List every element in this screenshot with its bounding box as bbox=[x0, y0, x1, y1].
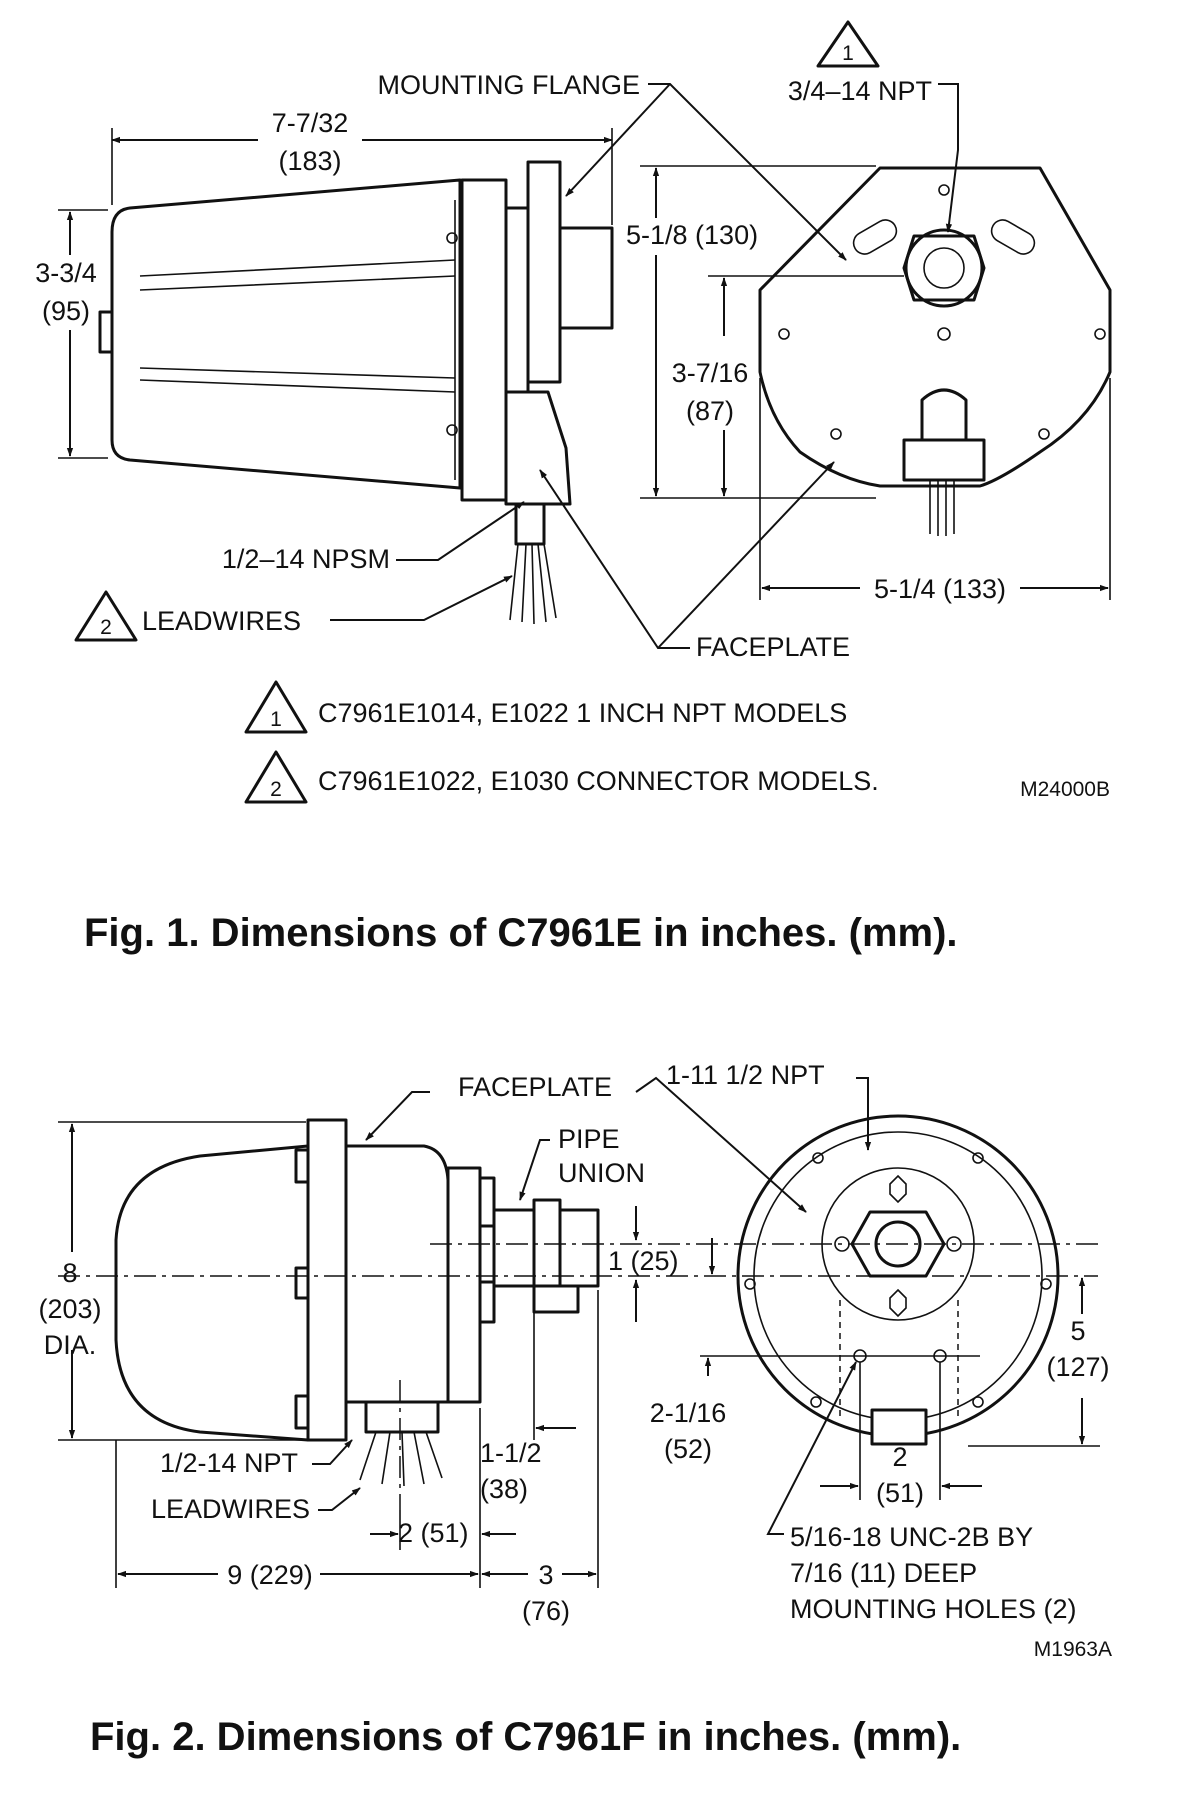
fig2-union-len-in: 3 bbox=[538, 1560, 553, 1590]
fig2-dia-in: 8 bbox=[62, 1258, 77, 1288]
fig1-marker1-top: 1 bbox=[842, 42, 854, 65]
fig2-holes-line3: MOUNTING HOLES (2) bbox=[790, 1594, 1077, 1624]
fig2-union-label: UNION bbox=[558, 1158, 645, 1188]
fig1-npt-label: 3/4–14 NPT bbox=[788, 76, 932, 106]
fig1-height-in: 3-3/4 bbox=[35, 258, 97, 288]
fig1-note1-marker: 1 bbox=[270, 708, 282, 731]
fig1-drawing bbox=[58, 20, 1112, 804]
fig1-length-in: 7-7/32 bbox=[272, 108, 349, 138]
fig2-hole-spacing-mm: (51) bbox=[876, 1478, 924, 1508]
fig1-labels: MOUNTING FLANGE 1 3/4–14 NPT 7-7/32 (183… bbox=[35, 42, 1110, 955]
fig1-faceplate-label: FACEPLATE bbox=[696, 632, 850, 662]
fig2-holes-line1: 5/16-18 UNC-2B BY bbox=[790, 1522, 1033, 1552]
fig2-npt-label: 1-11 1/2 NPT bbox=[666, 1060, 825, 1090]
fig2-faceplate-label: FACEPLATE bbox=[458, 1072, 612, 1102]
fig2-length: 9 (229) bbox=[227, 1560, 313, 1590]
fig2-pipe-label: PIPE bbox=[558, 1124, 620, 1154]
fig1-mounting-flange-label: MOUNTING FLANGE bbox=[377, 70, 640, 100]
fig1-flange bbox=[460, 178, 508, 502]
fig2-height-mm: (127) bbox=[1046, 1352, 1109, 1382]
fig2-body bbox=[114, 1144, 310, 1442]
fig1-length-mm: (183) bbox=[278, 146, 341, 176]
fig2-dia-mm: (203) bbox=[38, 1294, 101, 1324]
fig2-hole-offset-mm: (52) bbox=[664, 1434, 712, 1464]
fig1-note2-text: C7961E1022, E1030 CONNECTOR MODELS. bbox=[318, 766, 879, 796]
fig2-npt-half-label: 1/2-14 NPT bbox=[160, 1448, 298, 1478]
fig1-face-height: 5-1/8 (130) bbox=[626, 220, 758, 250]
fig1-face-width: 5-1/4 (133) bbox=[874, 574, 1006, 604]
fig1-note2-marker: 2 bbox=[270, 778, 282, 801]
fig2-leadwires-label: LEADWIRES bbox=[151, 1494, 310, 1524]
fig2-hole-spacing-in: 2 bbox=[892, 1442, 907, 1472]
fig1-body bbox=[110, 178, 462, 490]
fig2-conn-in: 1-1/2 bbox=[480, 1438, 542, 1468]
fig1-marker2-leadwires: 2 bbox=[100, 616, 112, 639]
fig1-caption: Fig. 1. Dimensions of C7961E in inches. … bbox=[84, 911, 958, 955]
fig1-inner-height-mm: (87) bbox=[686, 396, 734, 426]
fig2-drawing bbox=[58, 1076, 1100, 1588]
fig1-end-knob bbox=[98, 310, 114, 354]
fig2-caption: Fig. 2. Dimensions of C7961F in inches. … bbox=[90, 1715, 961, 1759]
fig1-faceplate-outline bbox=[758, 166, 1112, 488]
fig1-note1-text: C7961E1014, E1022 1 INCH NPT MODELS bbox=[318, 698, 847, 728]
fig2-hole-offset-in: 2-1/16 bbox=[650, 1398, 727, 1428]
fig2-drawing-id: M1963A bbox=[1034, 1638, 1112, 1661]
fig2-conn-mm: (38) bbox=[480, 1474, 528, 1504]
fig1-leadwires-label: LEADWIRES bbox=[142, 606, 301, 636]
fig1-drawing-id: M24000B bbox=[1020, 778, 1110, 801]
fig2-faceplate bbox=[306, 1118, 348, 1442]
fig1-height-mm: (95) bbox=[42, 296, 90, 326]
fig1-npsm-label: 1/2–14 NPSM bbox=[222, 544, 390, 574]
fig2-offset: 1 (25) bbox=[608, 1246, 679, 1276]
fig2-height-in: 5 bbox=[1070, 1316, 1085, 1346]
fig2-union-len-mm: (76) bbox=[522, 1596, 570, 1626]
fig2-wire-offset: 2 (51) bbox=[398, 1518, 469, 1548]
fig2-holes-line2: 7/16 (11) DEEP bbox=[790, 1558, 977, 1588]
fig2-dia-word: DIA. bbox=[44, 1330, 97, 1360]
fig2-labels: FACEPLATE 1-11 1/2 NPT PIPE UNION 8 (203… bbox=[38, 1060, 1112, 1759]
fig1-inner-height-in: 3-7/16 bbox=[672, 358, 749, 388]
